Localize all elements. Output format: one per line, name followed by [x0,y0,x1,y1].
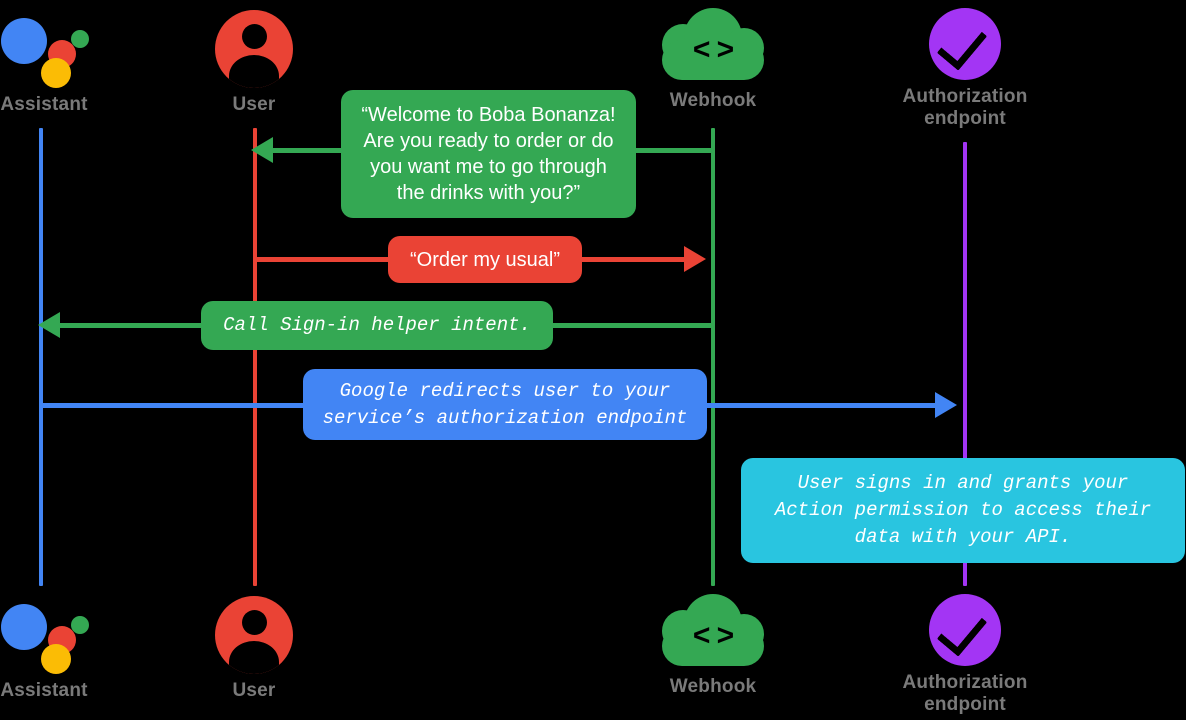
lifeline-assistant [39,128,43,586]
actor-assistant-bottom: Assistant [0,596,89,702]
actor-label-webhook-bottom: Webhook [669,676,757,697]
google-assistant-logo-icon [1,596,89,674]
user-body-icon [229,641,279,674]
user-body-icon [229,55,279,88]
cloud-code-icon: < > [658,594,768,670]
arrow-head-order-my-usual [684,246,706,272]
assistant-dot-blue-icon [1,18,47,64]
assistant-dot-green-icon [71,30,89,48]
actor-webhook-top: < > Webhook [658,8,768,112]
message-bubble-call-signin-helper: Call Sign-in helper intent. [201,301,553,350]
actor-webhook-bottom: < > Webhook [658,594,768,698]
assistant-dot-yellow-icon [41,644,71,674]
message-line: Are you ready to order or do [363,130,614,152]
assistant-dot-blue-icon [1,604,47,650]
message-line: “Order my usual” [409,248,561,271]
actor-label-user-top: User [232,94,276,115]
code-brackets-icon: < > [692,33,734,66]
message-line: Call Sign-in helper intent. [223,314,531,336]
lifeline-user [253,128,257,586]
message-line: service’s authorization endpoint [322,406,688,429]
actor-label-webhook-top: Webhook [669,90,757,111]
message-line: you want me to go through [370,156,607,178]
message-line: Google redirects user to your [339,379,671,402]
cloud-base-icon [662,626,764,666]
message-line: “Welcome to Boba Bonanza! [361,104,616,126]
message-bubble-welcome: “Welcome to Boba Bonanza! Are you ready … [341,90,636,218]
lifeline-webhook [711,128,715,586]
message-line: the drinks with you?” [396,182,581,204]
actor-label-authorization-top: Authorization endpoint [902,86,1028,129]
code-brackets-icon: < > [692,619,734,652]
user-head-icon [241,24,267,49]
arrow-head-welcome [251,137,273,163]
google-assistant-logo-icon [1,10,89,88]
actor-label-authorization-bottom: Authorization endpoint [902,672,1028,715]
arrow-head-call-signin-helper [38,312,60,338]
actor-label-assistant-top: Assistant [0,94,88,115]
user-avatar-icon [215,596,293,674]
cloud-code-icon: < > [658,8,768,84]
purple-check-icon [929,8,1001,80]
arrow-head-google-redirect [935,392,957,418]
lifeline-authorization [963,142,967,586]
actor-assistant-top: Assistant [0,10,89,116]
note-line: Action permission to access their [774,499,1152,521]
message-bubble-google-redirect: Google redirects user to your service’s … [303,369,707,440]
user-avatar-icon [215,10,293,88]
actor-user-bottom: User [214,596,294,702]
assistant-dot-yellow-icon [41,58,71,88]
note-line: User signs in and grants your [797,472,1129,494]
actor-authorization-bottom: Authorization endpoint [865,594,1065,716]
purple-check-icon [929,594,1001,666]
actor-label-assistant-bottom: Assistant [0,680,88,701]
actor-label-user-bottom: User [232,680,276,701]
message-bubble-order-my-usual: “Order my usual” [388,236,582,283]
actor-user-top: User [214,10,294,116]
note-line: data with your API. [854,526,1072,548]
actor-authorization-top: Authorization endpoint [865,8,1065,130]
message-note-user-signs-in: User signs in and grants your Action per… [741,458,1185,563]
assistant-dot-green-icon [71,616,89,634]
user-head-icon [241,610,267,635]
cloud-base-icon [662,40,764,80]
